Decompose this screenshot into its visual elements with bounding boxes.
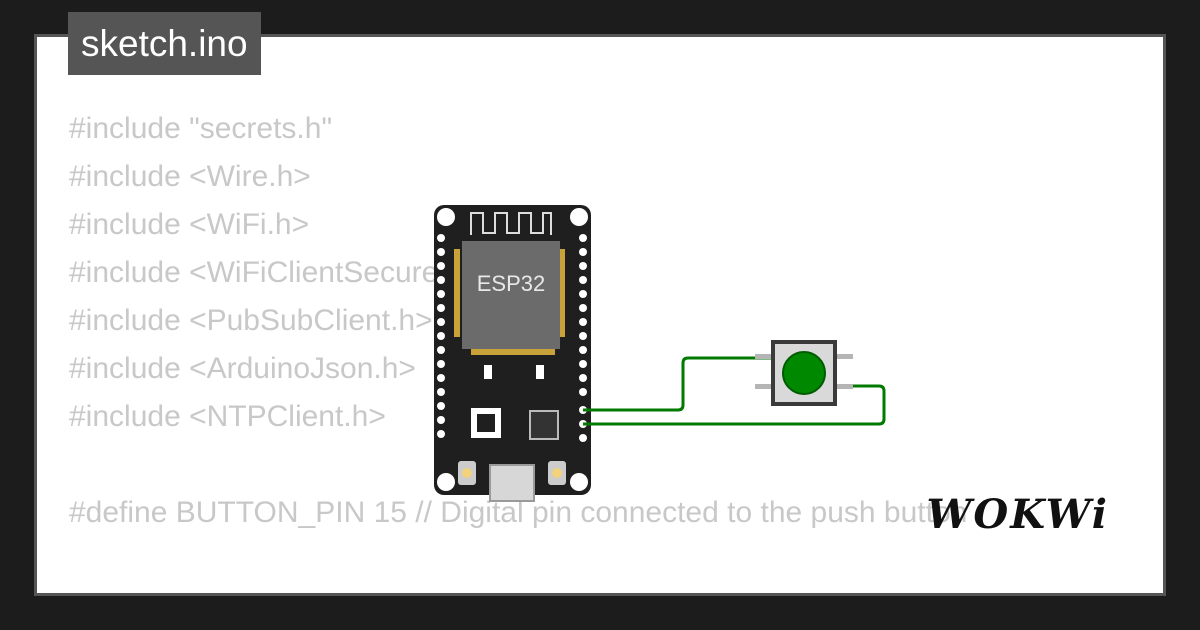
- antenna-trace: [470, 212, 552, 235]
- button-leg: [837, 354, 853, 359]
- chip-label: ESP32: [477, 271, 546, 296]
- button-leg: [837, 384, 853, 389]
- pin-header-right: [579, 234, 587, 442]
- push-button[interactable]: [755, 340, 853, 406]
- boot-button-cap: [552, 468, 562, 478]
- usb-port: [489, 464, 535, 502]
- mounting-hole: [570, 208, 588, 226]
- button-cap[interactable]: [782, 351, 826, 395]
- pin-header-left: [437, 234, 445, 438]
- esp32-chip: [462, 241, 560, 349]
- circuit-diagram: ESP32: [434, 205, 886, 502]
- code-line: #include <PubSubClient.h>: [69, 304, 433, 337]
- code-line: #define BUTTON_PIN 15 // Digital pin con…: [69, 496, 968, 529]
- file-tab[interactable]: sketch.ino: [68, 12, 261, 75]
- code-line: #include <NTPClient.h>: [69, 400, 386, 433]
- usb-uart-chip: [529, 410, 559, 440]
- smd-resistor: [484, 365, 492, 379]
- button-leg: [755, 384, 771, 389]
- preview-card: #include "secrets.h" #include <Wire.h> #in…: [34, 34, 1166, 596]
- esp32-board[interactable]: ESP32: [434, 205, 591, 502]
- code-editor: #include "secrets.h" #include <Wire.h> #in…: [69, 105, 968, 593]
- mounting-hole: [437, 473, 455, 491]
- en-button-cap: [462, 468, 472, 478]
- smd-resistor: [536, 365, 544, 379]
- code-line: #include <ArduinoJson.h>: [69, 352, 416, 385]
- mounting-hole: [570, 473, 588, 491]
- button-leg: [755, 354, 771, 359]
- code-line: #include "secrets.h": [69, 112, 333, 145]
- wire-gnd[interactable]: [583, 384, 886, 426]
- wokwi-logo: WOKWi: [926, 491, 1109, 538]
- code-line: #include <WiFiClientSecure.h>: [69, 256, 481, 289]
- mounting-hole: [437, 208, 455, 226]
- voltage-regulator-core: [477, 414, 495, 432]
- chip-pads: [454, 249, 565, 355]
- code-line: #include <Wire.h>: [69, 160, 311, 193]
- code-line: #define AWS_IOT_PUBLISH_TOPIC "esp32/pub…: [69, 585, 967, 593]
- code-line: #include <WiFi.h>: [69, 208, 310, 241]
- wire-gpio15[interactable]: [583, 356, 773, 412]
